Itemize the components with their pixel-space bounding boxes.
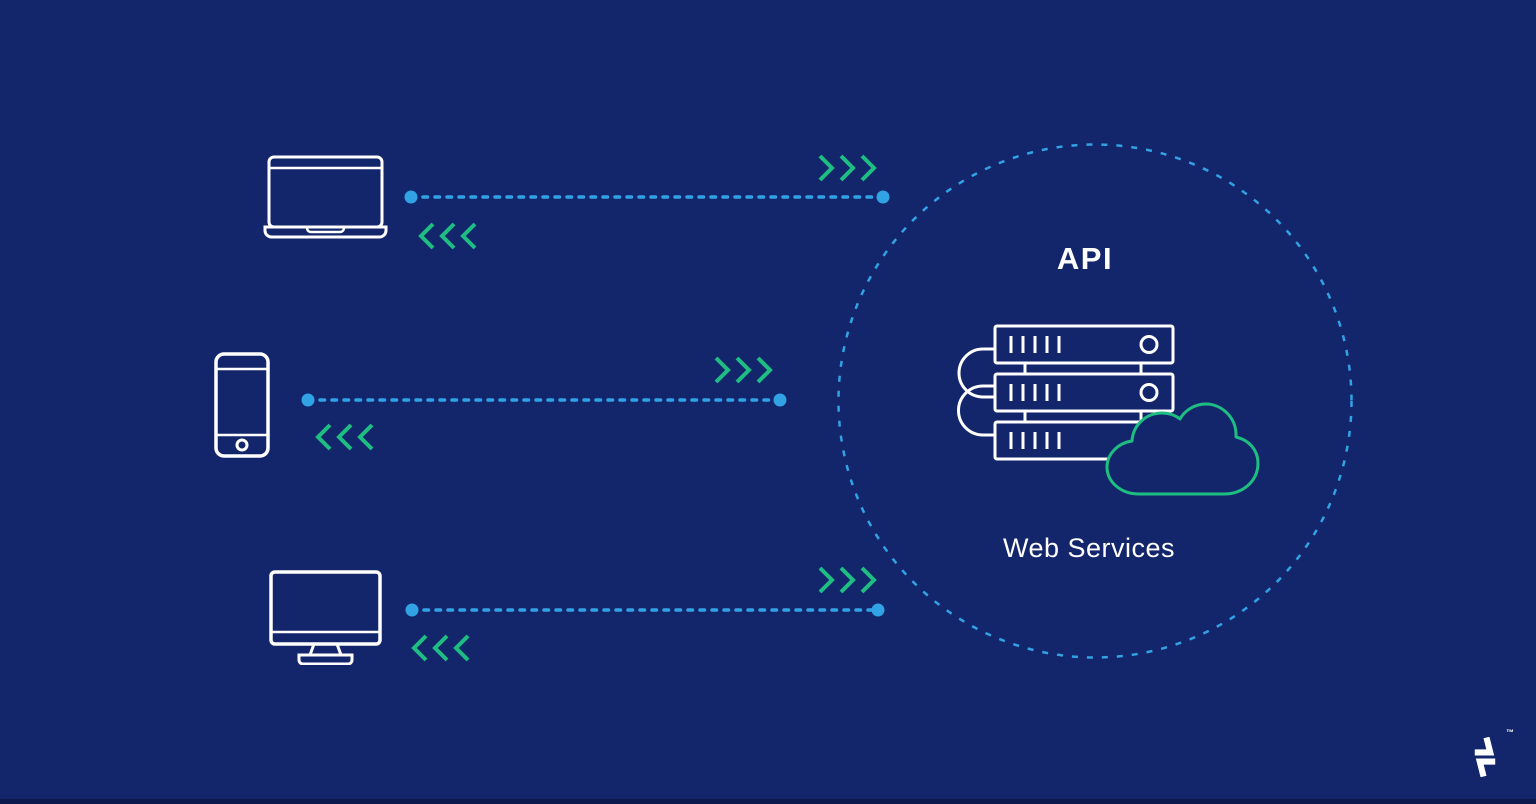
- trademark-symbol: ™: [1506, 728, 1514, 737]
- chevrons-left-icon: [411, 634, 470, 662]
- connection-line-smartphone: [301, 393, 787, 407]
- server-stack-icon: [957, 324, 1260, 496]
- bottom-edge-strip: [0, 799, 1536, 804]
- chevrons-right-icon: [818, 566, 877, 594]
- cloud-icon: [1105, 402, 1260, 496]
- endpoint-dot: [876, 190, 890, 204]
- chevrons-right-icon: [714, 356, 773, 384]
- web-services-label: Web Services: [1002, 533, 1176, 563]
- toptal-logo-icon: ™: [1464, 728, 1516, 779]
- api-label: API: [1056, 241, 1114, 276]
- connection-line-desktop: [405, 603, 885, 617]
- smartphone-icon: [214, 352, 270, 458]
- endpoint-dot: [871, 603, 885, 617]
- endpoint-dot: [405, 603, 419, 617]
- laptop-icon: [263, 155, 388, 239]
- chevrons-left-icon: [315, 423, 374, 451]
- desktop-monitor-icon: [269, 570, 382, 665]
- chevrons-right-icon: [818, 154, 877, 182]
- endpoint-dot: [301, 393, 315, 407]
- api-boundary-circle: [837, 143, 1353, 659]
- endpoint-dot: [404, 190, 418, 204]
- chevrons-left-icon: [418, 222, 477, 250]
- connection-line-laptop: [404, 190, 890, 204]
- endpoint-dot: [773, 393, 787, 407]
